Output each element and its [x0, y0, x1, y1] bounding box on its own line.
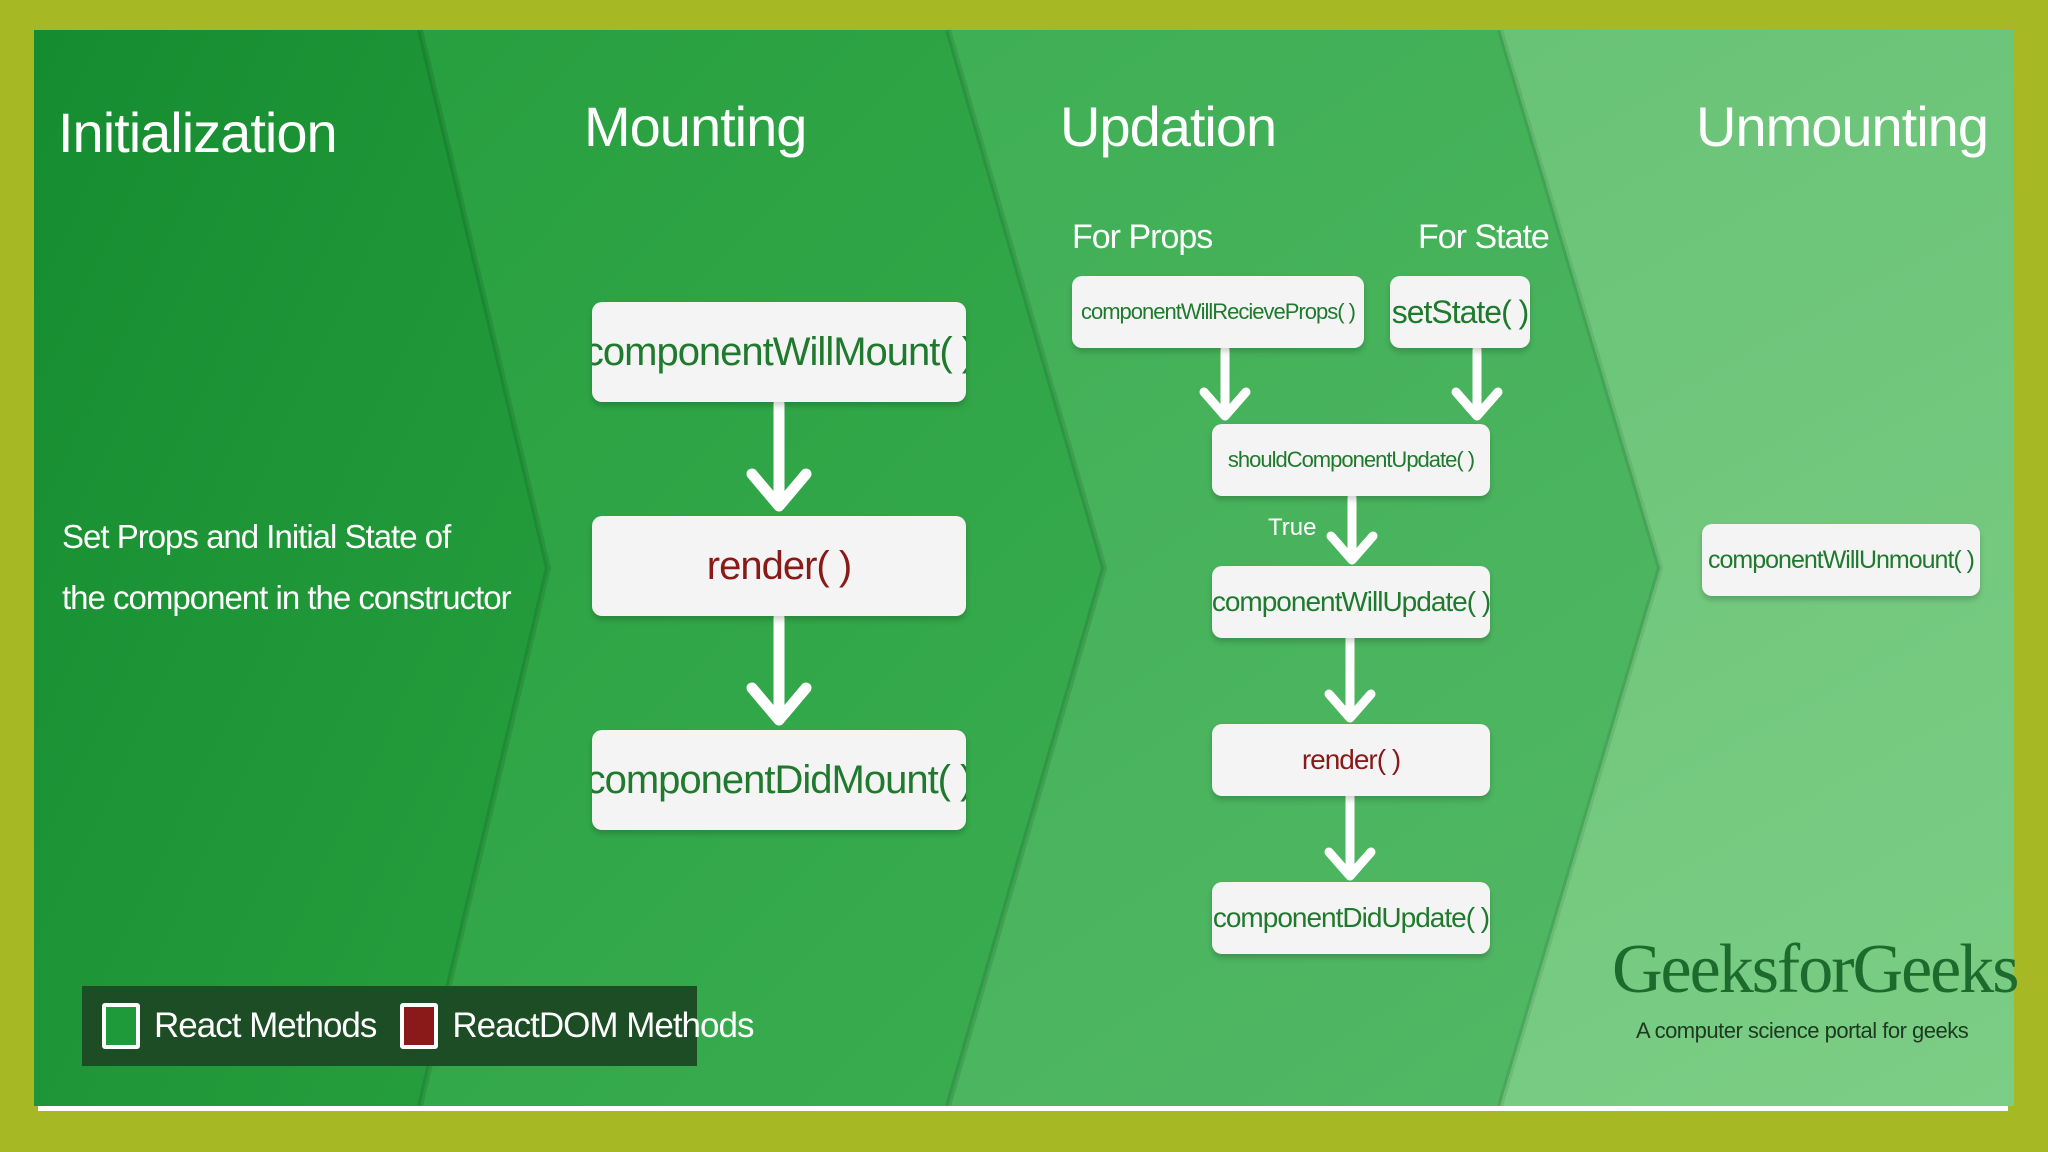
arrow-mount-1	[746, 398, 812, 512]
arrow-should-to-willupdate	[1326, 493, 1378, 565]
brand-logo-text: GeeksforGeeks	[1612, 931, 2019, 1008]
react-methods-legend-label: React Methods	[154, 1006, 377, 1045]
mounting-title: Mounting	[584, 95, 807, 158]
component-will-mount-box: componentWillMount( )	[592, 302, 966, 402]
brand-tagline: A computer science portal for geeks	[1636, 1018, 1969, 1043]
component-did-mount-box: componentDidMount( )	[592, 730, 966, 830]
initialization-description-line2: the component in the constructor	[62, 579, 512, 616]
arrow-state-to-should	[1451, 345, 1503, 421]
legend: React Methods ReactDOM Methods	[82, 986, 754, 1066]
for-state-label: For State	[1418, 218, 1550, 256]
updation-title: Updation	[1060, 95, 1277, 158]
react-methods-swatch	[102, 1003, 140, 1049]
panel-initialization	[34, 30, 548, 1106]
component-will-update-box: componentWillUpdate( )	[1212, 566, 1490, 638]
initialization-description-line1: Set Props and Initial State of	[62, 518, 451, 555]
initialization-title: Initialization	[58, 101, 338, 164]
mount-render-box: render( )	[592, 516, 966, 616]
true-label: True	[1268, 514, 1317, 541]
bottom-divider	[38, 1106, 2008, 1111]
arrow-props-to-should	[1199, 345, 1251, 421]
set-state-box: setState( )	[1390, 276, 1530, 348]
arrow-willupdate-to-render	[1324, 633, 1376, 723]
component-will-unmount-box: componentWillUnmount( )	[1702, 524, 1980, 596]
component-will-receive-props-box: componentWillRecieveProps( )	[1072, 276, 1364, 348]
arrow-render-to-didupdate	[1324, 791, 1376, 881]
should-component-update-box: shouldComponentUpdate( )	[1212, 424, 1490, 496]
component-did-update-box: componentDidUpdate( )	[1212, 882, 1490, 954]
reactdom-methods-swatch	[400, 1003, 439, 1049]
for-props-label: For Props	[1072, 218, 1213, 256]
unmounting-title: Unmounting	[1696, 95, 1989, 158]
update-render-box: render( )	[1212, 724, 1490, 796]
arrow-mount-2	[746, 612, 812, 726]
reactdom-methods-legend-label: ReactDOM Methods	[452, 1006, 754, 1045]
